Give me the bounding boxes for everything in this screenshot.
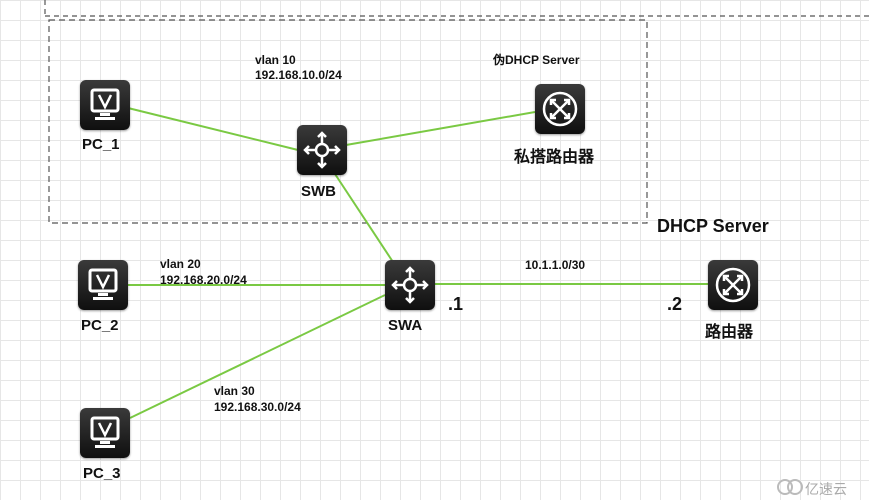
pc1-device[interactable]: [80, 80, 130, 130]
pc1-label: PC_1: [82, 136, 120, 153]
router-label: 路由器: [705, 322, 754, 341]
rogue-router-label: 私搭路由器: [514, 147, 595, 166]
watermark-text: 亿速云: [805, 481, 847, 497]
router-icon: [542, 91, 578, 127]
pc2-label: PC_2: [81, 317, 119, 334]
router-device[interactable]: [708, 260, 758, 310]
swa-label: SWA: [388, 317, 423, 334]
switch-arrows-icon: [303, 131, 341, 169]
vlan30-subnet: 192.168.30.0/24: [214, 400, 301, 414]
link-swb-swa: [334, 173, 394, 263]
swb-device[interactable]: [297, 125, 347, 175]
pc2-device[interactable]: [78, 260, 128, 310]
pc-monitor-icon: [90, 88, 120, 120]
router-interface-ip: .2: [667, 294, 683, 314]
pc-monitor-icon: [88, 268, 118, 300]
swa-interface-ip: .1: [448, 294, 464, 314]
swb-label: SWB: [301, 183, 336, 200]
vlan10-name: vlan 10: [255, 53, 296, 67]
pc3-label: PC_3: [83, 465, 121, 482]
watermark-logo: [777, 479, 803, 495]
vlan10-subnet: 192.168.10.0/24: [255, 68, 342, 82]
vlan20-name: vlan 20: [160, 257, 201, 271]
dhcp-server-label: DHCP Server: [657, 216, 769, 236]
vlan20-subnet: 192.168.20.0/24: [160, 273, 247, 287]
vlan30-name: vlan 30: [214, 384, 255, 398]
swa-device[interactable]: [385, 260, 435, 310]
link-pc3-swa: [129, 294, 386, 419]
link-subnet: 10.1.1.0/30: [525, 258, 586, 272]
pc-monitor-icon: [90, 416, 120, 448]
router-icon: [715, 267, 751, 303]
rogue-dhcp-label: 伪DHCP Server: [493, 53, 580, 67]
link-pc1-swb: [127, 107, 299, 151]
vlan10-zone: [48, 19, 648, 224]
switch-arrows-icon: [391, 266, 429, 304]
link-swb-rogue-router: [345, 111, 536, 146]
rogue-router-device[interactable]: [535, 84, 585, 134]
pc3-device[interactable]: [80, 408, 130, 458]
